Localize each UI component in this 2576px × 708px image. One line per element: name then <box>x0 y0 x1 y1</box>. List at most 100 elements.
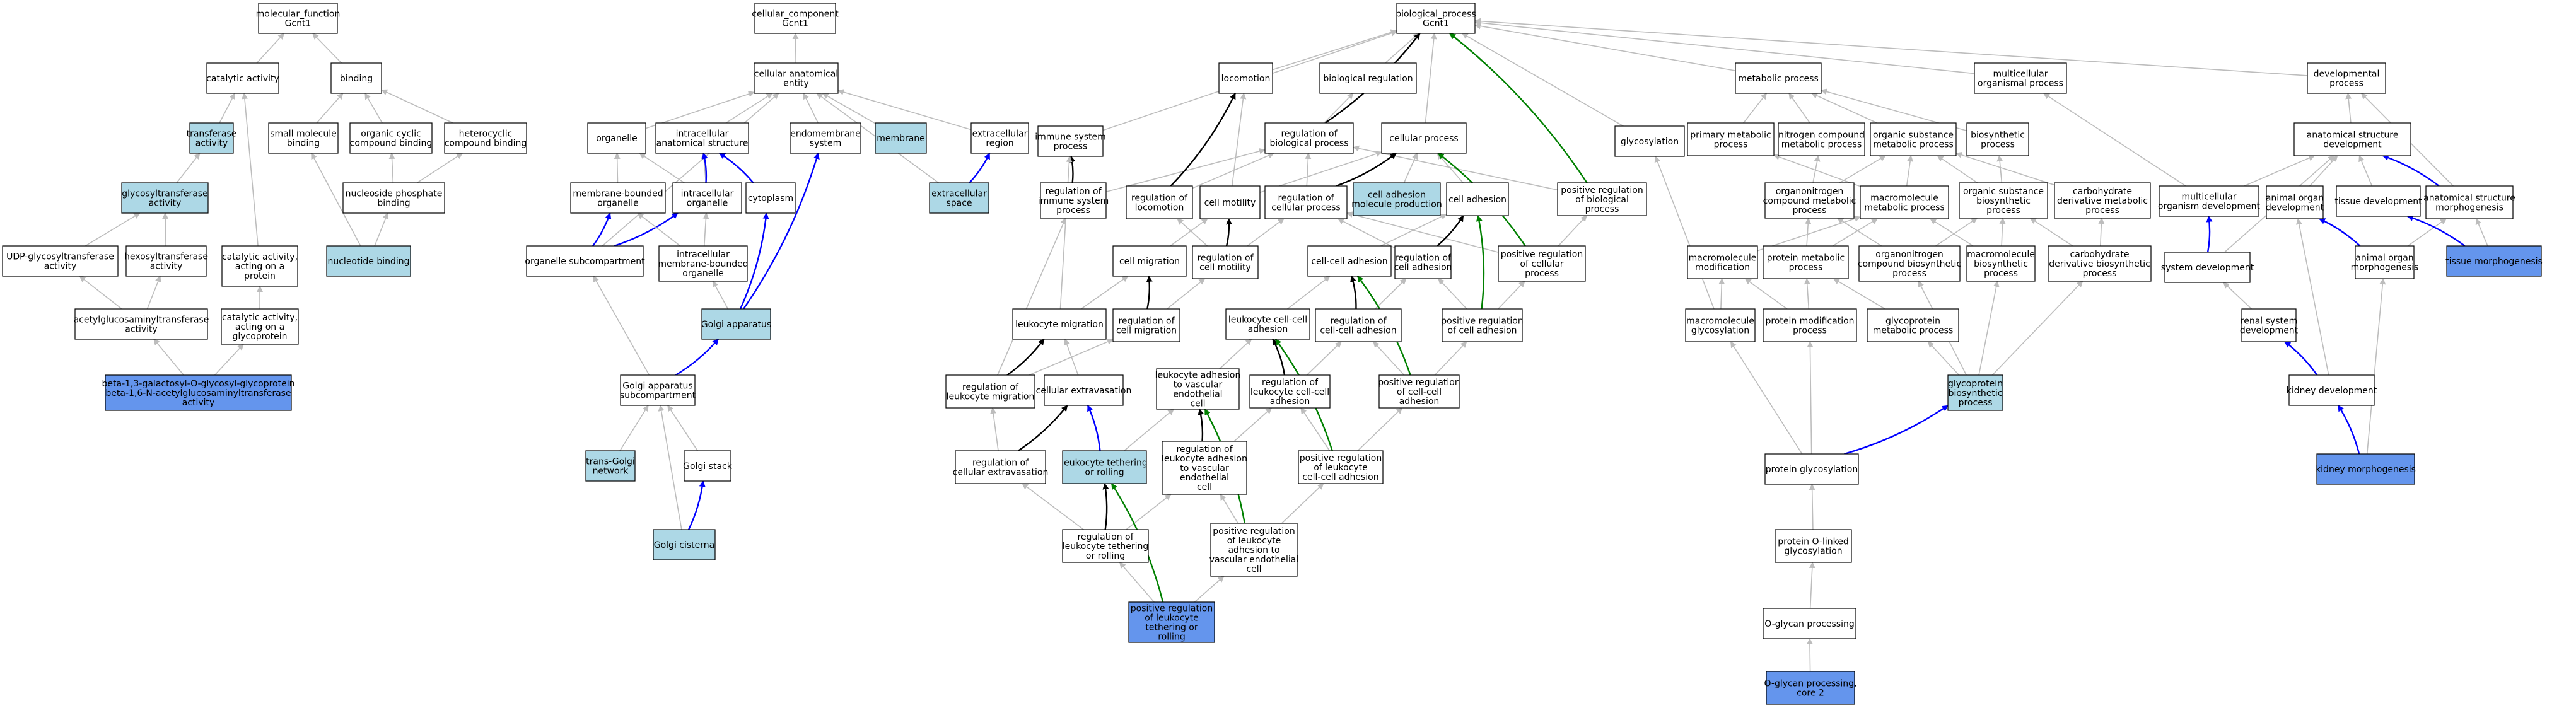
node-orgsubcomp[interactable]: organelle subcompartment <box>525 245 645 277</box>
node-beta13[interactable]: beta-1,3-galactosyl-O-glycosyl-glycoprot… <box>102 374 295 411</box>
node-Oglycan[interactable]: O-glycan processing <box>1763 608 1856 639</box>
node-tissuedev[interactable]: tissue development <box>2334 185 2422 217</box>
node-systemdev[interactable]: system development <box>2161 252 2254 283</box>
node-locomotion[interactable]: locomotion <box>1218 62 1273 94</box>
node-cytoplasm[interactable]: cytoplasm <box>745 182 796 214</box>
node-membrane[interactable]: membrane <box>875 122 927 154</box>
node-metabolic[interactable]: metabolic process <box>1735 62 1822 94</box>
node-nucleotide[interactable]: nucleotide binding <box>326 245 411 277</box>
node-cellproc[interactable]: cellular process <box>1381 122 1467 154</box>
node-celladh[interactable]: cell adhesion <box>1446 182 1509 216</box>
node-cellmig[interactable]: cell migration <box>1112 245 1187 277</box>
node-tissuemorph[interactable]: tissue morphogenesis <box>2445 245 2543 277</box>
node-kidneydev[interactable]: kidney development <box>2287 374 2377 406</box>
node-organelle[interactable]: organelle <box>587 122 646 154</box>
node-bioreg[interactable]: biological regulation <box>1319 62 1417 94</box>
node-cellcelladh[interactable]: cell-cell adhesion <box>1307 245 1392 277</box>
node-leukmig[interactable]: leukocyte migration <box>1012 308 1107 340</box>
node-Oglycancore2[interactable]: O-glycan processing,core 2 <box>1764 671 1857 705</box>
node-kidneymorph[interactable]: kidney morphogenesis <box>2316 453 2416 485</box>
node-golgi[interactable]: Golgi apparatus <box>701 308 771 340</box>
node-proteinglyco[interactable]: protein glycosylation <box>1764 453 1859 485</box>
node-catalytic[interactable]: catalytic activity <box>206 62 279 94</box>
node-cellextrav[interactable]: cellular extravasation <box>1036 374 1132 406</box>
node-golgistack[interactable]: Golgi stack <box>683 450 733 482</box>
node-cellmot[interactable]: cell motility <box>1199 185 1261 219</box>
node-binding[interactable]: binding <box>330 62 382 94</box>
node-golgicist[interactable]: Golgi cisterna <box>653 529 716 560</box>
